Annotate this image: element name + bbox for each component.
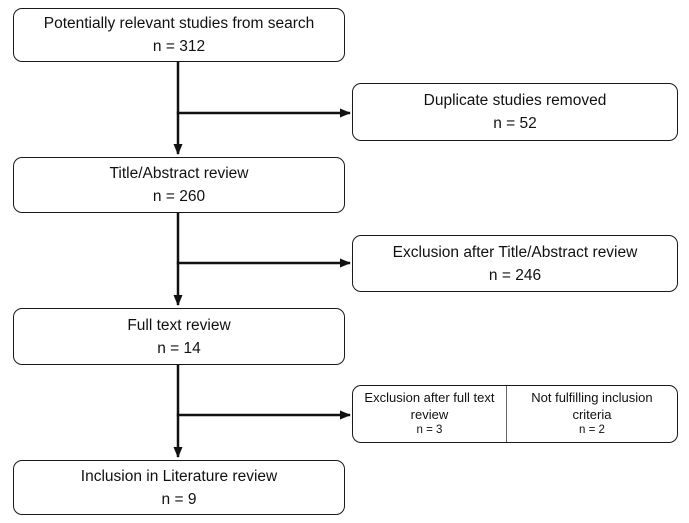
box-count: n = 260 (152, 188, 206, 205)
box-label: Potentially relevant studies from search (43, 15, 315, 32)
box-count: n = 52 (493, 115, 537, 132)
box-duplicate-studies-removed: Duplicate studies removed n = 52 (352, 83, 678, 141)
box-inclusion-literature-review: Inclusion in Literature review n = 9 (13, 460, 345, 515)
box-label: Full text review (127, 316, 231, 334)
box-count: n = 14 (157, 339, 201, 357)
box-potentially-relevant-studies: Potentially relevant studies from search… (13, 8, 345, 62)
box-label: Exclusion after full text review (364, 390, 495, 422)
box-count: n = 9 (161, 490, 197, 508)
box-count: n = 312 (152, 38, 206, 55)
box-label: Duplicate studies removed (423, 92, 607, 109)
box-exclusion-full-text-split: Exclusion after full text review n = 3 N… (352, 385, 678, 443)
box-label: Exclusion after Title/Abstract review (392, 243, 638, 261)
box-count: n = 3 (416, 424, 443, 436)
box-label: Title/Abstract review (109, 165, 249, 182)
box-label: Not fulfilling inclusion criteria (531, 390, 653, 422)
box-label: Inclusion in Literature review (80, 467, 278, 485)
split-cell-not-fulfilling-inclusion: Not fulfilling inclusion criteria n = 2 (507, 386, 677, 442)
split-cell-exclusion-full-text: Exclusion after full text review n = 3 (353, 386, 507, 442)
box-count: n = 2 (578, 424, 605, 436)
box-full-text-review: Full text review n = 14 (13, 308, 345, 365)
box-title-abstract-review: Title/Abstract review n = 260 (13, 157, 345, 213)
box-count: n = 246 (488, 266, 542, 284)
box-exclusion-title-abstract: Exclusion after Title/Abstract review n … (352, 235, 678, 292)
